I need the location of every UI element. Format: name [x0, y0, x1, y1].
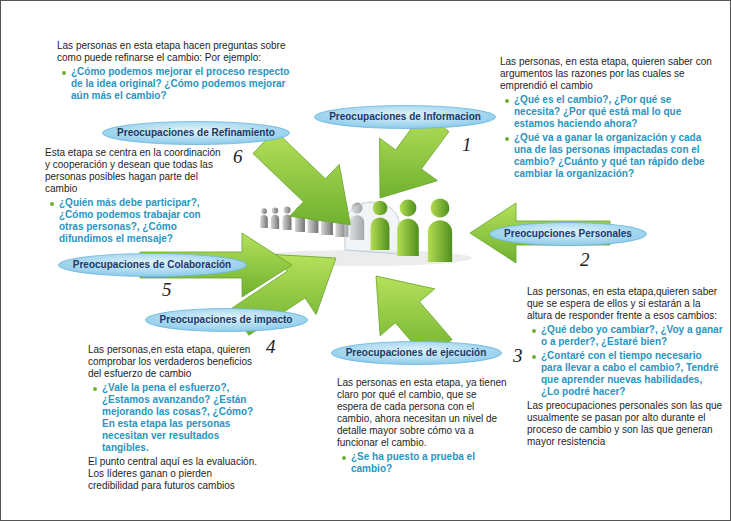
bullet-dot [532, 355, 536, 359]
callout-wrap: 2 [580, 249, 590, 270]
stage-oval: Preocupaciones de Refinamiento [102, 121, 290, 145]
bullet-dot [505, 137, 509, 141]
callout-wrap: 3 [513, 345, 523, 366]
callout-number: 5 [162, 279, 172, 300]
stage-title: Preocupaciones de Informacion [329, 111, 481, 123]
oval-outline [315, 106, 496, 129]
oval-outline [145, 309, 307, 332]
description-text: Las personas en esta etapa, ya tienen cl… [337, 377, 509, 449]
text-item: Las personas en esta etapa hacen pregunt… [57, 40, 297, 64]
text-item: Las personas, en esta etapa, quieren sab… [500, 56, 718, 92]
callout-number: 4 [266, 336, 276, 357]
description-text: Las personas,en esta etapa, quieren comp… [88, 344, 260, 380]
bullet-item: ¿Qué va a ganar la organización y cada u… [514, 132, 718, 180]
stage-oval: Preocupaciones de Informacion [314, 105, 496, 129]
bullet-item: ¿Contaré con el tiempo necesario para ll… [541, 350, 723, 398]
stage-title: Preocupciones Personales [504, 228, 632, 240]
description-text: Las personas en esta etapa hacen pregunt… [57, 40, 297, 64]
gray-figure [271, 207, 279, 229]
stage-oval: Preocupaciones de Colaboración [58, 253, 247, 277]
oval-outline [58, 254, 246, 277]
description-text: Las personas, en esta etapa, quieren sab… [500, 56, 718, 92]
description-text: El punto central aquí es la evaluación. … [88, 456, 260, 492]
bullet-item: ¿Cómo podemos mejorar el proceso respect… [71, 66, 297, 102]
stage-oval: Preocupaciones de impacto [145, 308, 308, 332]
question-text: ¿Se ha puesto a prueba el cambio? [351, 451, 509, 475]
bullet-dot [342, 456, 346, 460]
green-figure [397, 200, 419, 256]
callout-wrap: 4 [266, 336, 276, 357]
callout-number: 2 [580, 249, 590, 270]
text-item: Las preocupaciones personales son las qu… [527, 400, 723, 448]
green-figure [428, 199, 452, 262]
green-figure [371, 201, 390, 250]
stage-title: Preocupaciones de impacto [160, 314, 293, 326]
question-text: ¿Quién más debe participar?, ¿Cómo podem… [59, 197, 227, 245]
bullet-dot [505, 99, 509, 103]
question-text: ¿Cómo podemos mejorar el proceso respect… [71, 66, 297, 102]
callout-number: 6 [233, 146, 243, 167]
stage-oval: Preocupaciones de ejecución [331, 341, 502, 365]
stage-title: Preocupaciones de ejecución [346, 347, 487, 359]
oval-outline [490, 223, 647, 246]
description-text: Las personas, en esta etapa,quieren sabe… [527, 286, 723, 322]
bullet-item: ¿Quién más debe participar?, ¿Cómo podem… [59, 197, 227, 245]
question-text: ¿Qué debo yo cambiar?, ¿Voy a ganar o a … [541, 324, 723, 348]
question-text: ¿Qué va a ganar la organización y cada u… [514, 132, 718, 180]
question-text: ¿Vale la pena el esfuerzo?, ¿Estamos ava… [102, 382, 260, 454]
text-item: Las personas en esta etapa, ya tienen cl… [337, 377, 509, 449]
callout-number: 1 [462, 134, 472, 155]
question-text: ¿Qué es el cambio?, ¿Por qué se necesita… [514, 94, 718, 130]
bullet-dot [532, 329, 536, 333]
callout-wrap: 5 [162, 279, 172, 300]
gray-figure [283, 207, 292, 231]
bullet-item: ¿Qué es el cambio?, ¿Por qué se necesita… [514, 94, 718, 130]
stage-title: Preocupaciones de Refinamiento [117, 127, 275, 139]
question-text: ¿Contaré con el tiempo necesario para ll… [541, 350, 723, 398]
bullet-dot [62, 71, 66, 75]
text-item: El punto central aquí es la evaluación. … [88, 456, 260, 492]
bullet-item: ¿Qué debo yo cambiar?, ¿Voy a ganar o a … [541, 324, 723, 348]
callout-wrap: 6 [233, 146, 243, 167]
bullet-item: ¿Vale la pena el esfuerzo?, ¿Estamos ava… [102, 382, 260, 454]
callout-wrap: 1 [462, 134, 472, 155]
green-arrow [253, 131, 350, 225]
bullet-item: ¿Se ha puesto a prueba el cambio? [351, 451, 509, 475]
text-item: Las personas,en esta etapa, quieren comp… [88, 344, 260, 380]
callout-number: 3 [513, 345, 523, 366]
description-text: Las preocupaciones personales son las qu… [527, 400, 723, 448]
description-text: Esta etapa se centra en la coordinación … [45, 147, 227, 195]
stage-oval: Preocupciones Personales [489, 222, 647, 246]
gray-figure [260, 208, 268, 228]
oval-outline [331, 342, 501, 365]
text-item: Las personas, en esta etapa,quieren sabe… [527, 286, 723, 322]
oval-outline [103, 122, 290, 145]
stage-title: Preocupaciones de Colaboración [73, 259, 231, 271]
text-item: Esta etapa se centra en la coordinación … [45, 147, 227, 195]
bullet-dot [50, 202, 54, 206]
bullet-dot [93, 387, 97, 391]
